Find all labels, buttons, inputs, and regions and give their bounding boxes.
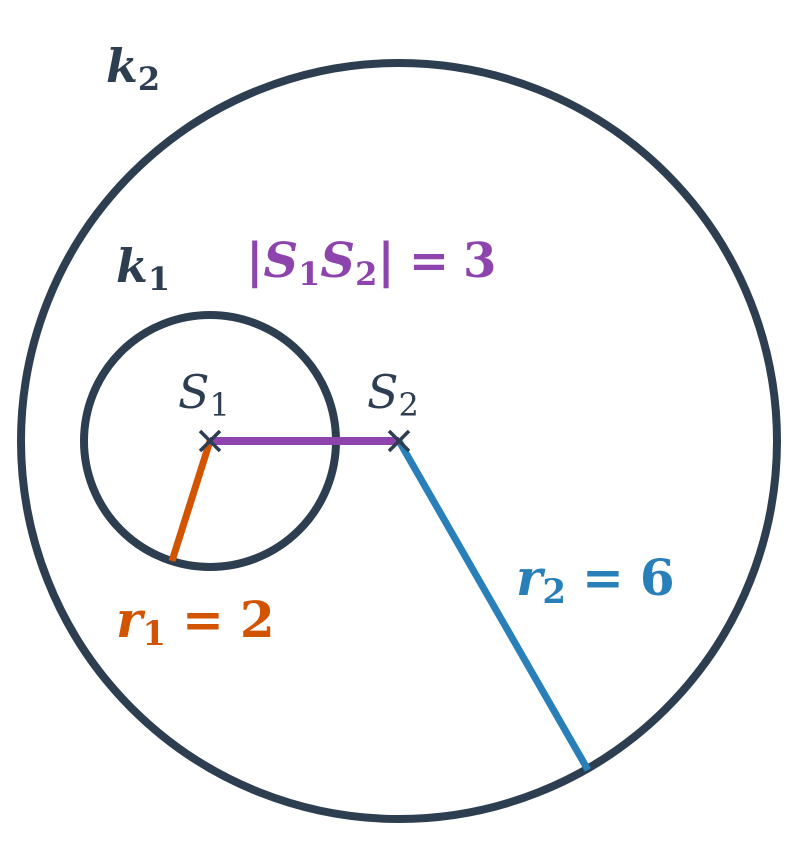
label-distance-bar-right: | <box>377 233 394 289</box>
label-s2-subscript: 2 <box>399 386 419 424</box>
label-k2: k2 <box>106 39 160 98</box>
label-k1: k1 <box>116 239 170 298</box>
label-k2-subscript: 2 <box>138 60 160 98</box>
label-s1-subscript: 1 <box>210 386 230 424</box>
label-distance-equals: = <box>409 233 449 289</box>
label-k1-name: k <box>116 239 148 293</box>
center-s2-marker <box>387 429 411 453</box>
circle-k2 <box>17 59 781 823</box>
label-r1: r1 = 2 <box>116 590 275 654</box>
label-s1: S1 <box>178 365 230 424</box>
radius-r1-segment <box>168 439 214 563</box>
label-distance-bar-left: | <box>246 233 263 289</box>
label-r2: r2 = 6 <box>516 548 675 612</box>
label-distance-p2-sub: 2 <box>355 255 377 293</box>
label-r1-equals: = <box>182 590 224 649</box>
label-s2: S2 <box>367 365 419 424</box>
label-r2-name: r <box>516 548 546 607</box>
label-r1-value: 2 <box>240 590 275 649</box>
label-k2-name: k <box>106 39 138 93</box>
radius-r2-segment <box>395 439 592 772</box>
label-distance-value: 3 <box>463 233 496 289</box>
label-distance-p2: S <box>320 233 355 289</box>
label-r1-subscript: 1 <box>142 614 166 654</box>
label-r1-name: r <box>116 590 146 649</box>
label-distance-p1: S <box>263 233 298 289</box>
label-r2-equals: = <box>582 548 624 607</box>
label-s1-name: S <box>178 365 210 419</box>
label-r2-value: 6 <box>640 548 675 607</box>
center-s1-marker <box>198 429 222 453</box>
label-r2-subscript: 2 <box>542 572 566 612</box>
label-distance: |S1S2|=3 <box>246 233 496 293</box>
label-distance-p1-sub: 1 <box>298 255 320 293</box>
label-k1-subscript: 1 <box>148 260 170 298</box>
label-s2-name: S <box>367 365 399 419</box>
